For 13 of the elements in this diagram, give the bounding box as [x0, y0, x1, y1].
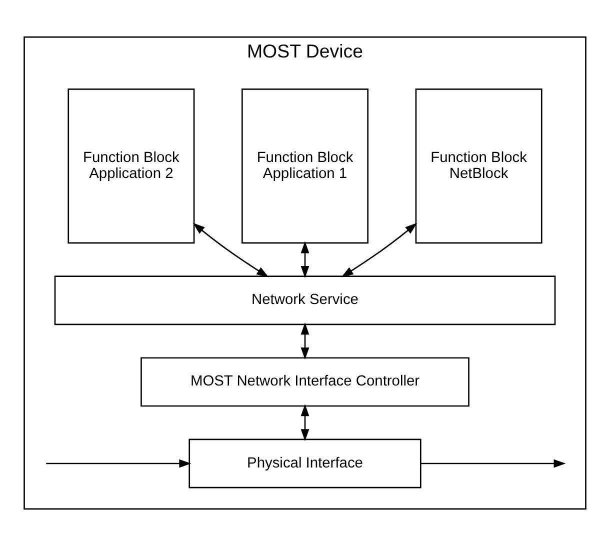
node-box: Physical Interface — [188, 438, 422, 488]
arrow — [341, 222, 418, 278]
node-box: Function Block NetBlock — [415, 88, 542, 244]
node-box: Network Service — [54, 276, 556, 326]
node-box: MOST Network Interface Controller — [140, 357, 470, 407]
arrow — [46, 459, 192, 468]
node-box: Function Block Application 1 — [242, 88, 368, 244]
arrow — [300, 322, 310, 360]
arrow — [192, 222, 269, 278]
arrow — [300, 241, 310, 278]
arrow — [421, 459, 566, 468]
arrow — [300, 404, 310, 442]
node-box: Function Block Application 2 — [68, 88, 195, 244]
